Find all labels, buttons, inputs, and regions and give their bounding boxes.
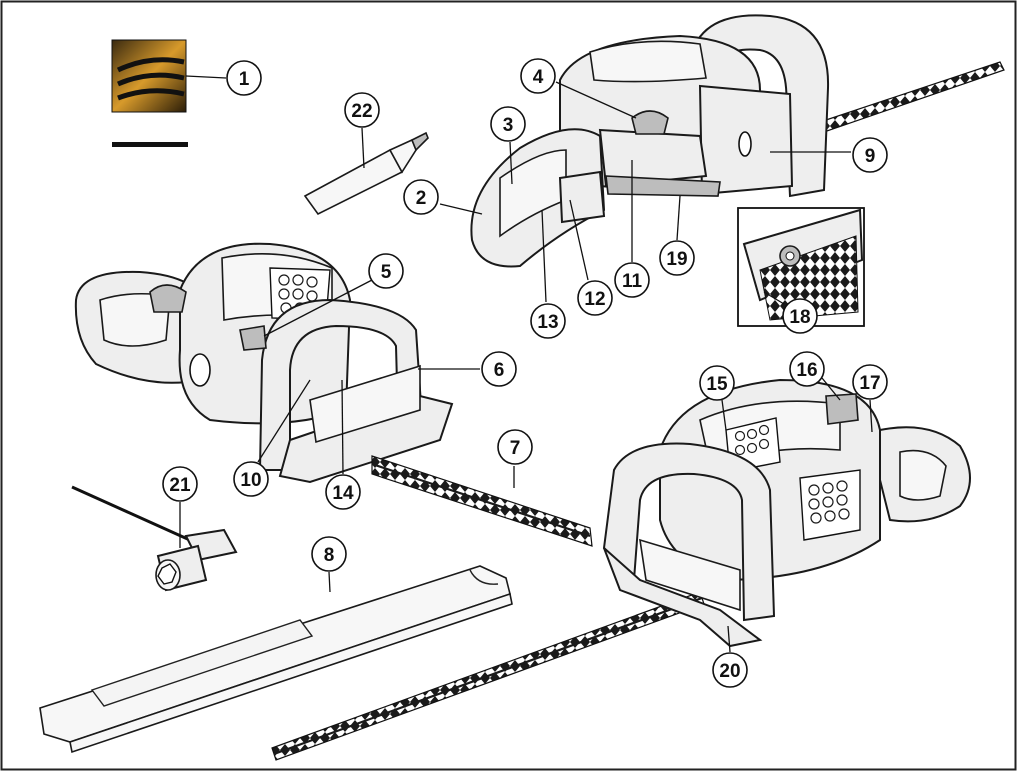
callout-circle-5	[368, 253, 404, 289]
callout-circle-22	[344, 92, 380, 128]
leader-line-19	[676, 195, 681, 241]
callout-number-13: 13	[537, 312, 558, 333]
callout-circle-13	[530, 303, 566, 339]
callout-part-11: 11	[614, 160, 650, 298]
callout-part-20: 20	[712, 625, 748, 688]
callout-part-4: 4	[520, 58, 637, 119]
callout-number-19: 19	[666, 249, 687, 270]
callout-part-10: 10	[233, 379, 311, 497]
callout-number-6: 6	[494, 360, 505, 381]
callout-part-19: 19	[659, 195, 695, 276]
callout-circle-4	[520, 58, 556, 94]
grease-tube	[303, 131, 429, 216]
leader-line-2	[439, 203, 483, 215]
callout-circle-9	[852, 137, 888, 173]
leader-line-14	[341, 379, 344, 475]
leader-line-17	[869, 399, 873, 433]
callout-number-8: 8	[324, 545, 335, 566]
leader-line-5	[263, 279, 373, 337]
callout-circle-3	[490, 106, 526, 142]
trimmer-right-view	[271, 378, 971, 761]
leader-line-12	[569, 199, 589, 281]
trimmer-top-view	[470, 14, 1005, 268]
callout-part-7: 7	[497, 429, 533, 488]
callout-circle-18	[782, 298, 818, 334]
callout-part-13: 13	[530, 209, 566, 339]
inset-detail	[737, 207, 865, 327]
side-vent	[799, 469, 861, 541]
callout-circle-8	[311, 536, 347, 572]
callout-circle-17	[852, 364, 888, 400]
callout-number-4: 4	[533, 67, 544, 88]
callout-circle-16	[789, 351, 825, 387]
leader-line-16	[821, 377, 841, 401]
callout-number-22: 22	[351, 101, 372, 122]
callout-circle-2	[403, 179, 439, 215]
callout-number-18: 18	[789, 307, 810, 328]
callout-circle-10	[233, 461, 269, 497]
callout-circle-11	[614, 262, 650, 298]
callout-number-17: 17	[859, 373, 880, 394]
callout-number-12: 12	[584, 289, 605, 310]
callout-part-22: 22	[344, 92, 380, 169]
callout-number-7: 7	[510, 438, 521, 459]
callout-number-15: 15	[706, 374, 728, 395]
leader-line-8	[328, 571, 331, 593]
callout-part-15: 15	[699, 365, 735, 431]
leader-line-10	[257, 379, 311, 463]
callout-part-21: 21	[162, 466, 198, 548]
callout-number-10: 10	[240, 470, 261, 491]
leader-line-13	[541, 209, 547, 303]
callout-circle-19	[659, 240, 695, 276]
socket-wrench-tool	[71, 485, 238, 592]
callout-number-14: 14	[332, 483, 354, 504]
callout-circle-14	[325, 474, 361, 510]
callout-circle-15	[699, 365, 735, 401]
callout-part-2: 2	[403, 179, 483, 215]
blade-cover	[39, 565, 513, 754]
callout-number-9: 9	[865, 146, 876, 167]
callout-number-21: 21	[169, 475, 191, 496]
callout-part-5: 5	[263, 253, 404, 337]
leader-line-1	[185, 75, 227, 79]
callout-part-6: 6	[418, 351, 517, 387]
callout-part-18: 18	[763, 291, 818, 334]
callout-circle-6	[481, 351, 517, 387]
leader-line-20	[727, 625, 731, 653]
callout-number-1: 1	[239, 69, 250, 90]
callout-number-16: 16	[796, 360, 817, 381]
callout-part-17: 17	[852, 364, 888, 433]
callout-part-8: 8	[311, 536, 347, 593]
left-cutter-blade	[371, 455, 593, 547]
callout-part-1: 1	[185, 60, 262, 96]
callout-part-3: 3	[490, 106, 526, 185]
leader-line-22	[361, 127, 365, 169]
leader-line-3	[509, 141, 513, 185]
leader-line-18	[763, 291, 785, 305]
leader-line-4	[555, 81, 637, 119]
callout-part-9: 9	[770, 137, 888, 173]
manual-booklet	[111, 39, 188, 147]
callout-number-20: 20	[719, 661, 740, 682]
callout-number-3: 3	[503, 115, 514, 136]
callout-circle-20	[712, 652, 748, 688]
trimmer-left-view	[74, 242, 454, 484]
leader-line-15	[721, 399, 727, 431]
callout-circle-21	[162, 466, 198, 502]
callout-circle-1	[226, 60, 262, 96]
callout-circle-7	[497, 429, 533, 465]
callout-circle-12	[577, 280, 613, 316]
callout-number-11: 11	[622, 271, 643, 292]
callout-part-14: 14	[325, 379, 361, 510]
callout-number-5: 5	[381, 262, 392, 283]
callout-part-16: 16	[789, 351, 841, 401]
callout-number-2: 2	[416, 188, 427, 209]
callout-part-12: 12	[569, 199, 613, 316]
